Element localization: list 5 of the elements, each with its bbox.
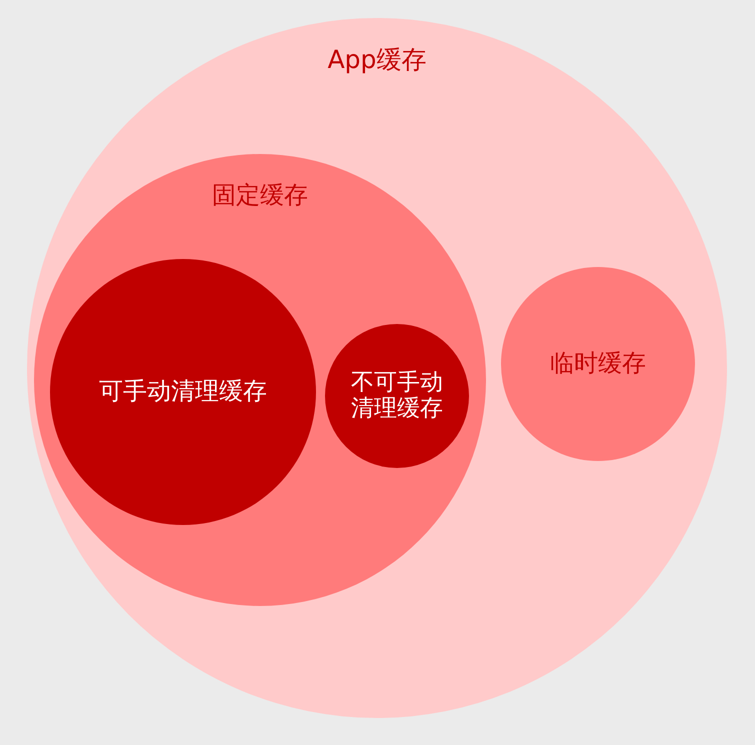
circle-label: 可手动清理缓存	[99, 378, 267, 406]
circle-label: App缓存	[328, 46, 426, 75]
circle-label: 不可手动清理缓存	[350, 370, 444, 422]
circle-label: 临时缓存	[550, 350, 646, 378]
circle-label: 固定缓存	[212, 182, 308, 210]
